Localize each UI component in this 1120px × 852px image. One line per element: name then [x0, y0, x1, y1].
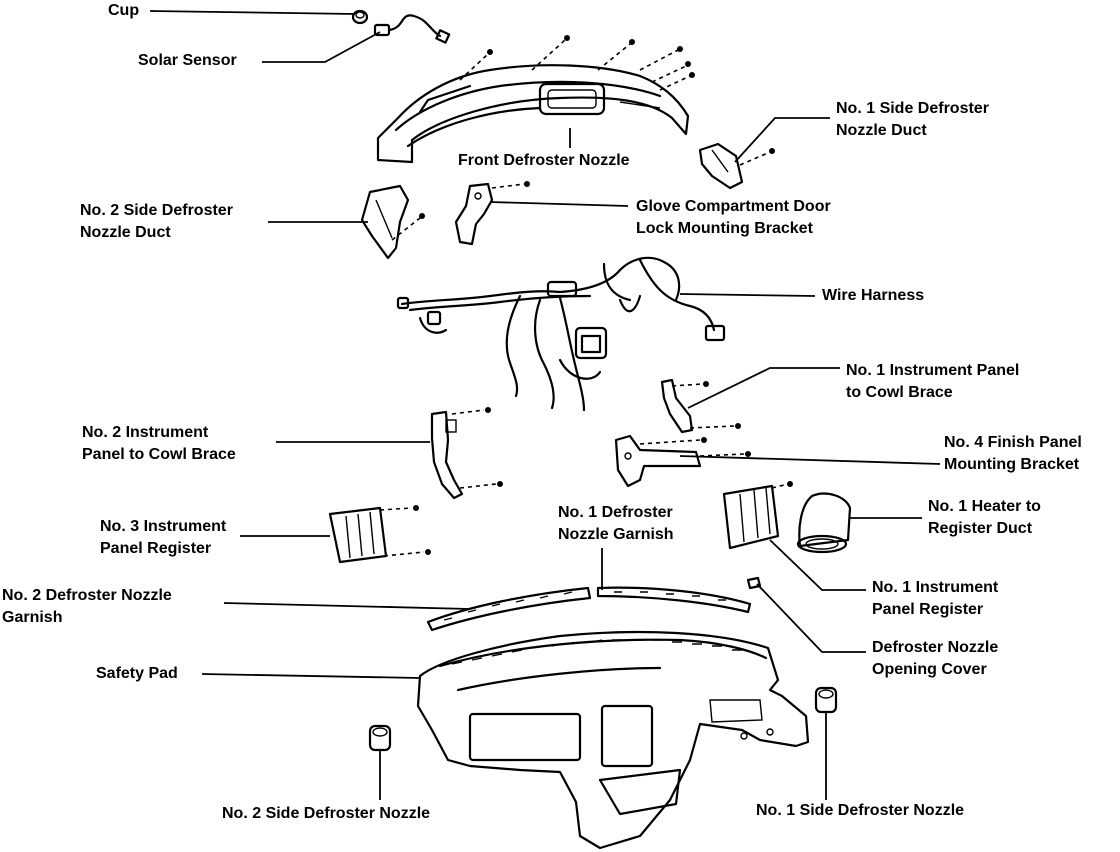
no2-side-defroster-duct-part [360, 184, 410, 260]
no1-garnish-part [596, 586, 752, 614]
label-safety-pad: Safety Pad [96, 665, 178, 682]
no3-register-part [328, 505, 431, 564]
no1-side-nozzle-part [814, 686, 838, 714]
leader-lines [149, 10, 941, 800]
no2-side-nozzle-part [368, 724, 392, 752]
screws-top [391, 35, 775, 241]
leader-wire-harness [679, 293, 816, 297]
no2-garnish-part [426, 586, 592, 632]
wire-harness-part [396, 256, 726, 412]
no4-finish-bracket-part [614, 434, 751, 488]
no1-side-defroster-duct-part [698, 142, 744, 190]
label-no2-side-nozzle: No. 2 Side Defroster Nozzle [222, 805, 431, 822]
leader-no2-garnish [223, 602, 471, 610]
label-solar-sensor: Solar Sensor [138, 52, 237, 69]
solar-sensor-part [373, 14, 451, 44]
leader-glove-bracket [489, 201, 629, 207]
label-front-defroster-nozzle: Front Defroster Nozzle [458, 152, 630, 169]
opening-cover-part [746, 576, 762, 590]
front-defroster-nozzle-part [376, 64, 690, 164]
heater-register-duct-part [796, 492, 852, 554]
leader-no1-side-duct [734, 117, 830, 163]
leader-cup [149, 10, 356, 15]
label-no1-side-nozzle: No. 1 Side Defroster Nozzle [756, 802, 965, 819]
leader-no4-finish-bracket [679, 455, 941, 465]
leader-opening-cover [756, 583, 866, 653]
no1-register-part [722, 481, 793, 550]
no2-cowl-brace-part [430, 407, 503, 500]
cup-part [351, 9, 369, 25]
leader-no1-register [769, 539, 866, 591]
leader-no1-cowl-brace [687, 367, 840, 409]
glove-lock-bracket-part [454, 181, 530, 246]
leader-solar-sensor [262, 31, 381, 63]
safety-pad-part [416, 630, 810, 850]
leader-safety-pad [201, 673, 421, 679]
label-cup: Cup [108, 2, 140, 19]
label-wire-harness: Wire Harness [822, 287, 925, 304]
no1-cowl-brace-part [660, 378, 741, 434]
